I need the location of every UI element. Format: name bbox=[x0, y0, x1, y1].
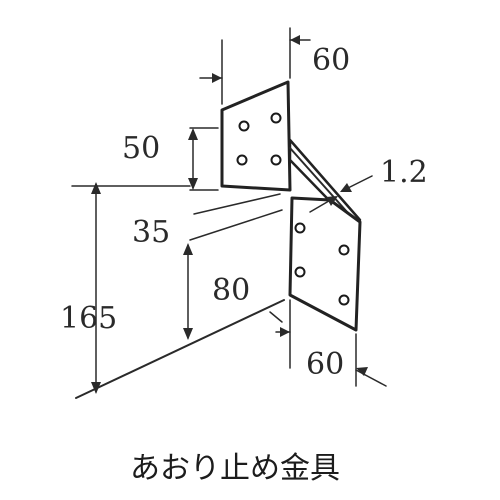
lower-plate bbox=[288, 196, 362, 332]
dim-total-height bbox=[71, 182, 191, 394]
hole bbox=[294, 266, 306, 278]
dim-gap bbox=[189, 193, 283, 241]
dim-bottom-width bbox=[275, 299, 387, 387]
label-gap: 35 bbox=[132, 215, 170, 250]
label-thickness: 1.2 bbox=[380, 155, 428, 190]
hole bbox=[270, 154, 282, 166]
dim-lower-height bbox=[183, 243, 193, 340]
hole bbox=[338, 244, 350, 256]
hole bbox=[238, 120, 250, 132]
label-total-height: 165 bbox=[60, 301, 117, 336]
hole bbox=[338, 294, 350, 306]
label-lower-height: 80 bbox=[212, 273, 250, 308]
dim-top-width bbox=[199, 27, 311, 105]
hole bbox=[270, 112, 282, 124]
label-top-width: 60 bbox=[312, 43, 350, 78]
base-line bbox=[75, 299, 285, 399]
label-upper-height: 50 bbox=[122, 131, 160, 166]
label-bottom-width: 60 bbox=[306, 347, 344, 382]
upper-plate bbox=[220, 80, 292, 192]
caption: あおり止め金具 bbox=[130, 451, 340, 486]
dim-upper-height bbox=[188, 127, 219, 191]
hole bbox=[236, 154, 248, 166]
hole bbox=[294, 222, 306, 234]
dim-thickness bbox=[309, 175, 373, 213]
